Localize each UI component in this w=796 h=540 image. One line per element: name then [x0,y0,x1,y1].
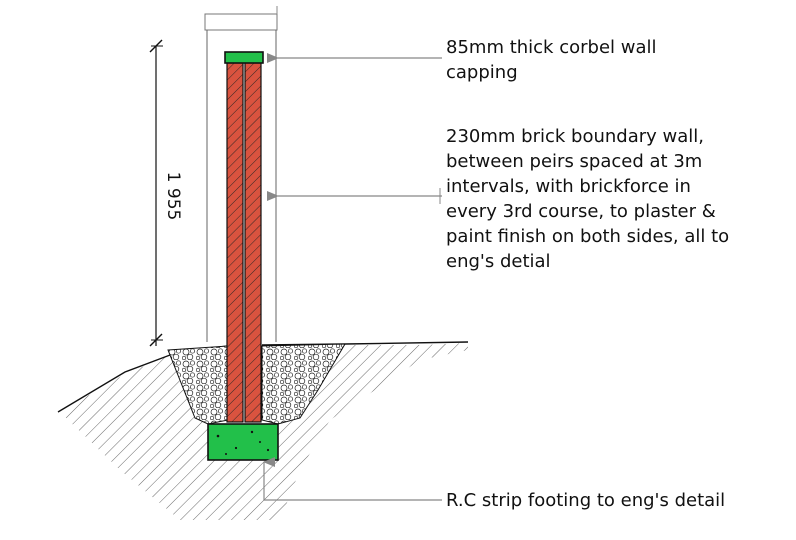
earth-hatch [60,343,468,520]
wall-note-line: 230mm brick boundary wall, [446,126,704,147]
capping-note: 85mm thick corbel wall capping [446,37,662,83]
footing-leader [263,457,442,501]
footing-block [207,423,279,461]
trench-backfill [167,343,346,425]
capping-note-line: 85mm thick corbel wall [446,37,657,58]
wall-note-line: paint finish on both sides, all to [446,226,729,247]
wall-note-line: every 3rd course, to plaster & [446,201,716,222]
wall-note-line: intervals, with brickforce in [446,176,691,197]
backfill-right [261,343,346,425]
dimension-label: 1 955 [163,172,183,221]
corbel-capping [224,51,264,64]
strip-footing [207,423,279,461]
wall-note-line: between peirs spaced at 3m [446,151,702,172]
wall-note: 230mm brick boundary wall, between peirs… [446,126,735,272]
footing-note-line: R.C strip footing to eng's detail [446,490,725,511]
wall-note-line: eng's detial [446,251,551,272]
brick-leaf-right [244,61,262,423]
height-dimension: 1 955 [149,39,183,347]
pier-cap-outline [204,13,278,31]
capping-note-line: capping [446,62,518,83]
backfill-left [167,345,229,425]
brick-leaf-left [226,61,244,423]
brick-wall [226,61,262,423]
footing-note: R.C strip footing to eng's detail [446,490,725,511]
